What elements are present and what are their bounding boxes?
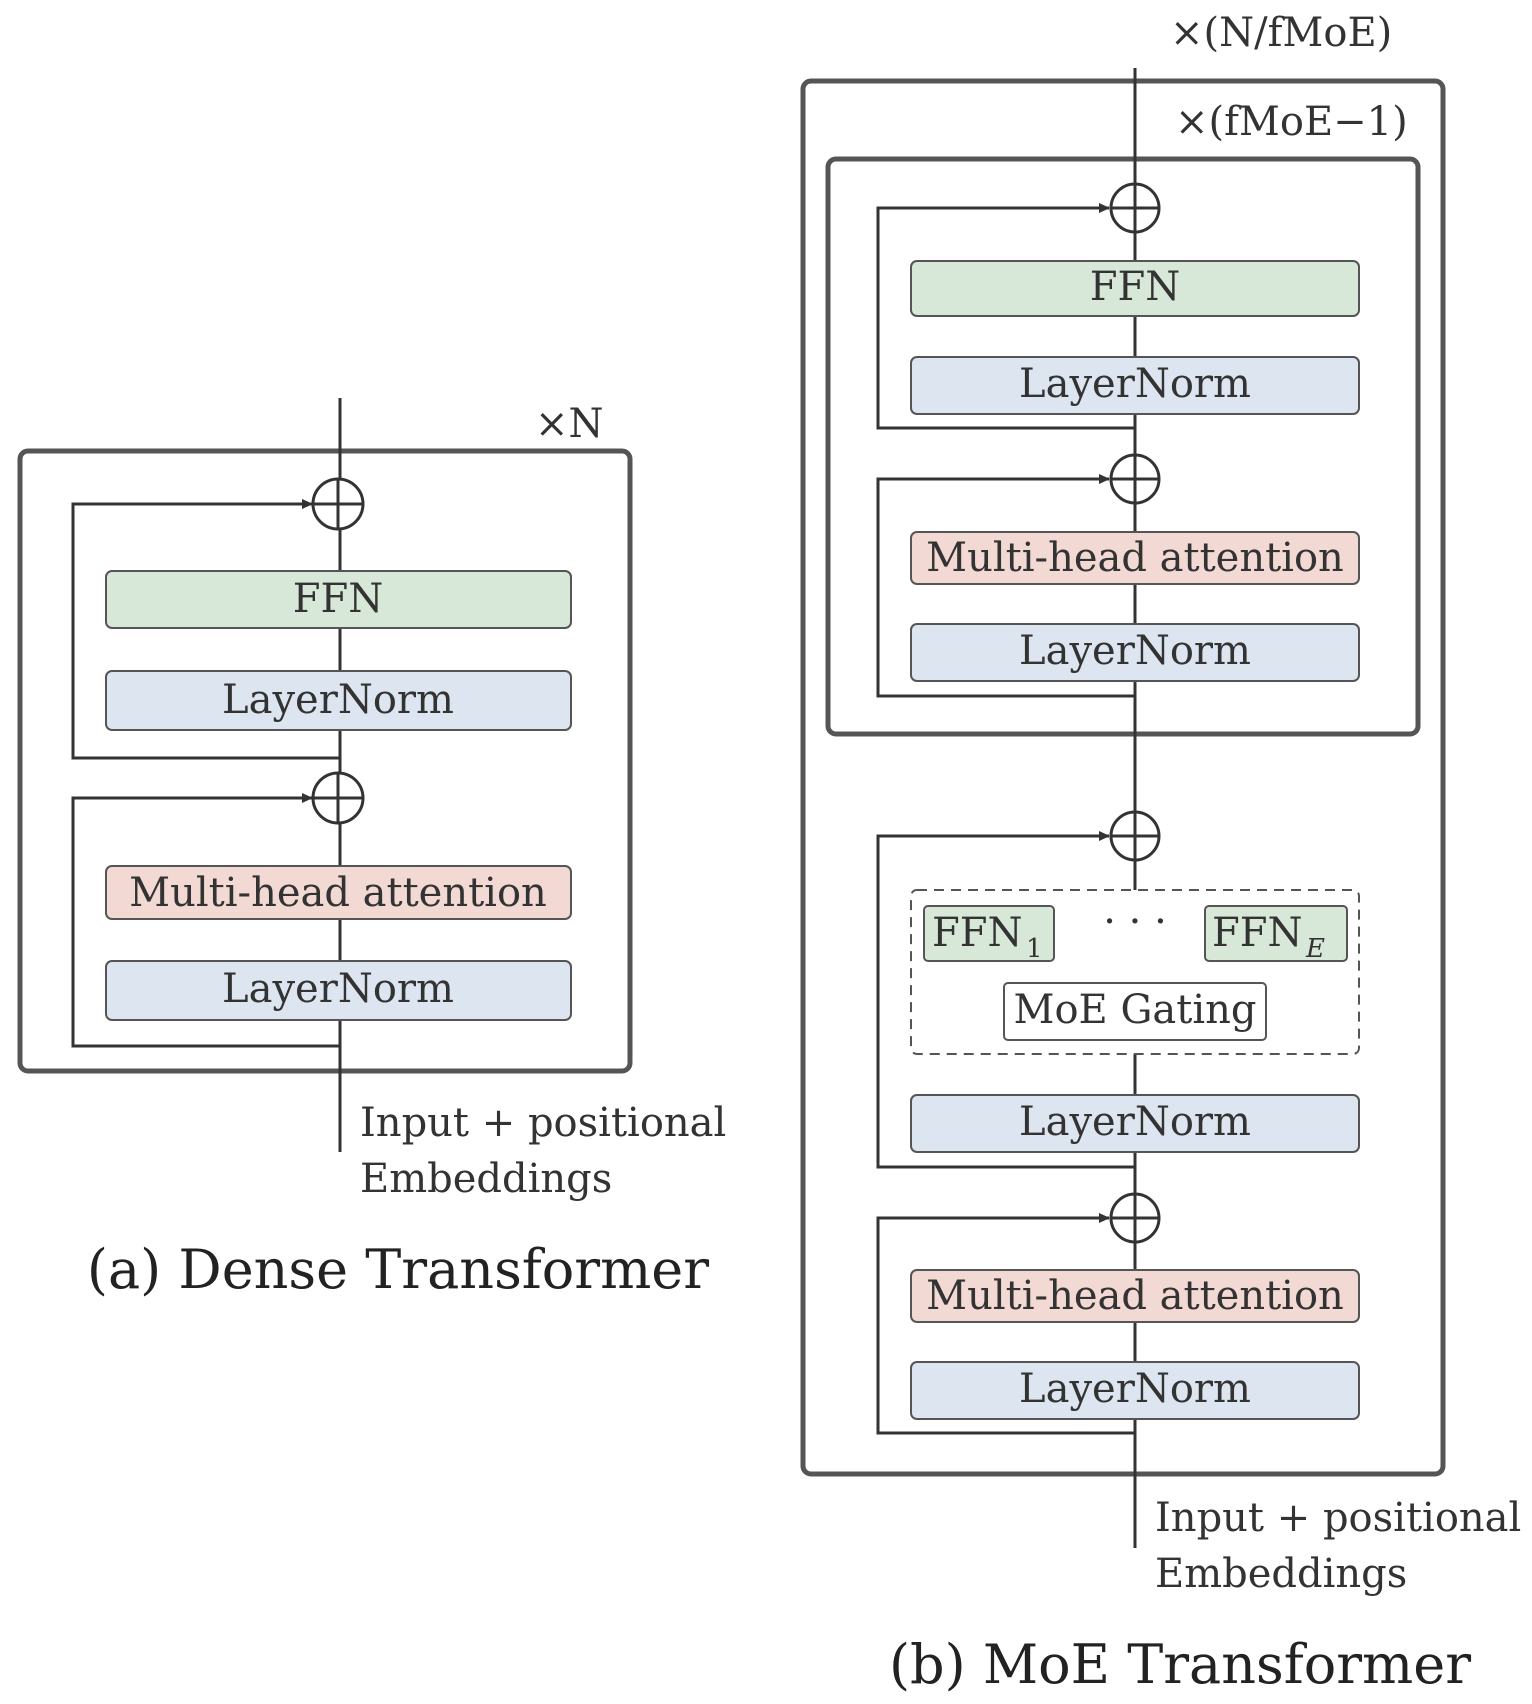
moe-layernorm-bottom-label: LayerNorm (1019, 1366, 1251, 1412)
dense-input-label-line1: Input + positional (360, 1100, 726, 1146)
moe-residual-top (876, 831, 1135, 1169)
dense-layernorm-top-label: LayerNorm (222, 677, 454, 723)
moe-outer-repeat-label: ×(N/fMoE) (1170, 10, 1392, 56)
dense-layernorm-bottom-block (105, 960, 572, 1021)
moe-inner-box (825, 156, 1421, 737)
moe-input-label-line2: Embeddings (1155, 1551, 1407, 1597)
moe-inner-residual-top (876, 203, 1135, 430)
moe-inner-adder-bottom (1109, 453, 1161, 505)
moe-expert-last-label: FFN (1212, 910, 1303, 956)
moe-inner-adder-top (1109, 182, 1161, 234)
moe-gating-block (1003, 982, 1267, 1041)
moe-layernorm-top-block (910, 1094, 1360, 1153)
moe-inner-layernorm-top-label: LayerNorm (1019, 361, 1251, 407)
dense-adder-top (311, 477, 365, 531)
moe-input-label-line1: Input + positional (1155, 1495, 1521, 1541)
moe-attention-block (910, 1269, 1360, 1323)
moe-inner-layernorm-bottom-block (910, 623, 1360, 682)
moe-inner-residual-bottom (876, 474, 1135, 698)
moe-inner-repeat-label: ×(fMoE−1) (1175, 99, 1408, 145)
dense-attention-block (105, 865, 572, 920)
dense-input-label-line2: Embeddings (360, 1156, 612, 1202)
moe-layernorm-top-label: LayerNorm (1019, 1099, 1251, 1145)
dense-layernorm-bottom-label: LayerNorm (222, 966, 454, 1012)
moe-expert-first-subscript: 1 (1026, 934, 1043, 964)
moe-inner-layernorm-top-block (910, 356, 1360, 415)
moe-adder-top (1109, 810, 1161, 862)
moe-adder-bottom (1109, 1192, 1161, 1244)
moe-inner-layernorm-bottom-label: LayerNorm (1019, 628, 1251, 674)
dense-attention-label: Multi-head attention (129, 870, 547, 916)
dense-residual-top (71, 499, 340, 760)
moe-expert-first-block (923, 905, 1055, 962)
moe-inner-ffn-label: FFN (1090, 264, 1181, 310)
moe-residual-bottom (876, 1213, 1135, 1435)
moe-expert-last-subscript: E (1305, 934, 1325, 964)
dense-adder-bottom (311, 771, 365, 825)
dense-residual-bottom (71, 793, 340, 1048)
dense-layernorm-top-block (105, 670, 572, 731)
moe-attention-label: Multi-head attention (926, 1273, 1344, 1319)
dense-ffn-block (105, 570, 572, 629)
dense-outer-box (17, 448, 633, 1074)
moe-expert-ellipsis: · · · (1103, 899, 1167, 945)
moe-caption: (b) MoE Transformer (889, 1633, 1471, 1696)
moe-transformer: ×(N/fMoE) ×(fMoE−1) (800, 10, 1521, 1696)
moe-layernorm-bottom-block (910, 1361, 1360, 1420)
moe-gating-label: MoE Gating (1014, 987, 1257, 1033)
dense-ffn-label: FFN (293, 576, 384, 622)
moe-inner-attention-block (910, 531, 1360, 585)
moe-outer-box (800, 78, 1446, 1477)
dense-transformer: ×N FFN LayerNorm Multi-head attention La… (17, 398, 726, 1301)
moe-expert-first-label: FFN (932, 910, 1023, 956)
moe-expert-last-block (1204, 905, 1348, 962)
moe-inner-attention-label: Multi-head attention (926, 535, 1344, 581)
moe-inner-ffn-block (910, 260, 1360, 317)
dense-caption: (a) Dense Transformer (87, 1238, 709, 1301)
dense-repeat-label: ×N (535, 401, 604, 447)
